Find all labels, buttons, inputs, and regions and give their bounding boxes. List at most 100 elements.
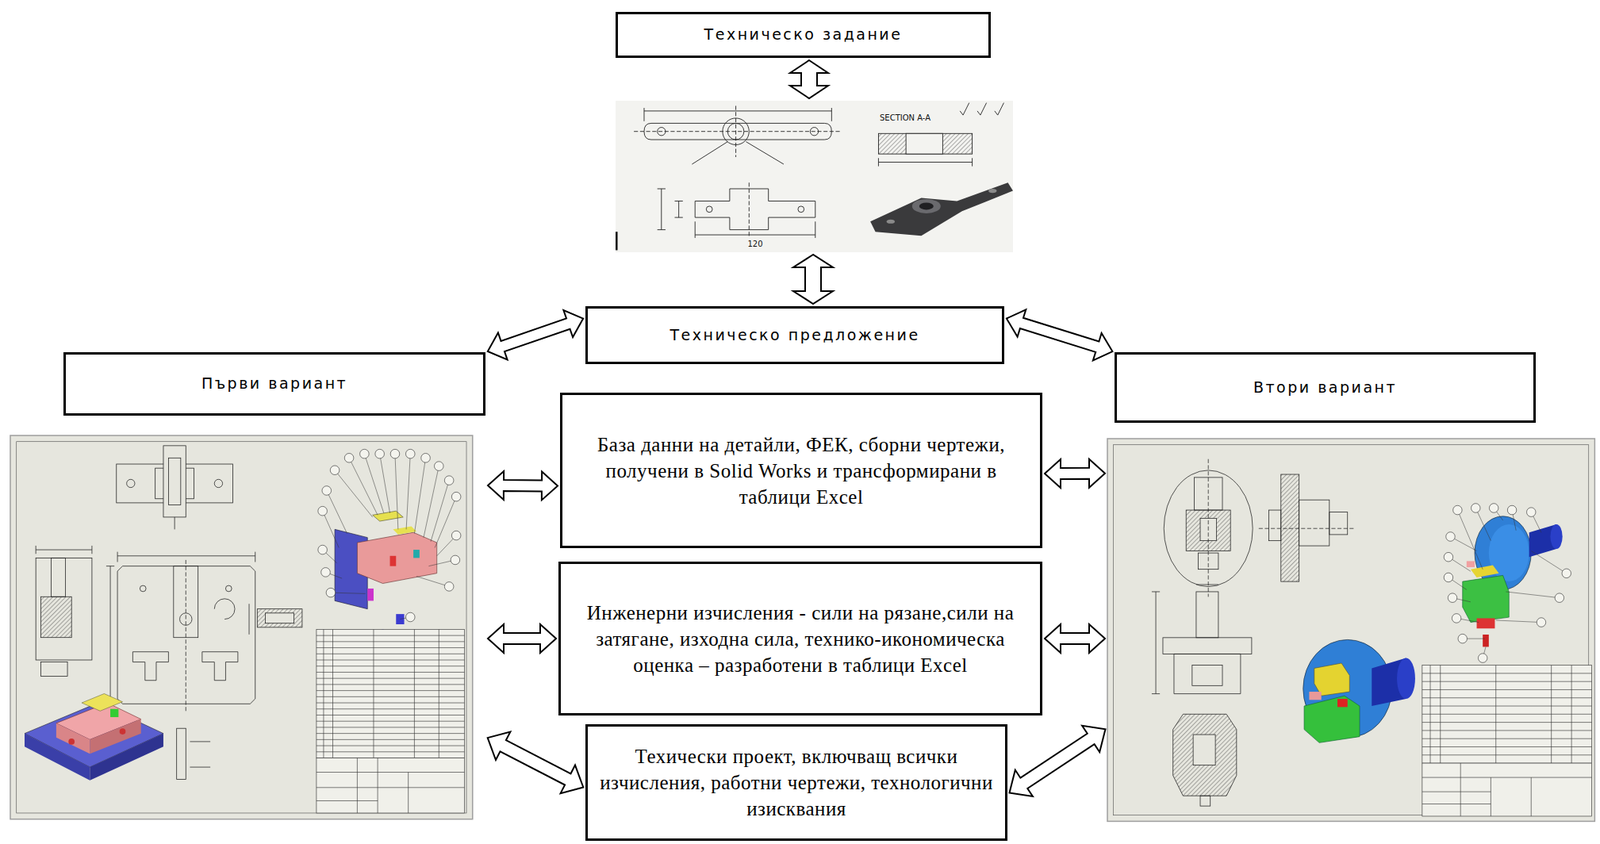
drawing-circle [329, 465, 340, 476]
drawing-circle [405, 448, 415, 459]
drawing-rect [316, 758, 465, 814]
drawing-line [870, 182, 1013, 236]
drawing-group [1107, 438, 1595, 822]
node-text: Техническо задание [704, 25, 903, 45]
drawing-rect [257, 609, 303, 628]
drawing-line [644, 107, 832, 122]
node-text: Техническо предложение [669, 326, 920, 346]
drawing-line [185, 560, 187, 711]
drawing-circle [450, 555, 461, 565]
drawing-circle [1451, 613, 1461, 624]
drawing-line [694, 221, 816, 238]
drawing-line [1174, 653, 1241, 694]
drawing-circle [68, 738, 75, 745]
drawing-circle [225, 585, 232, 592]
double-arrow [793, 254, 833, 304]
drawing-rect [615, 231, 618, 250]
drawing-rect [1193, 734, 1216, 766]
drawing-line [1422, 763, 1593, 817]
drawing-rect [1192, 665, 1223, 687]
proposal-box: Техническо предложение [585, 306, 1005, 365]
drawing-line [356, 532, 437, 584]
drawing-circle [421, 453, 431, 464]
heading-box: Първи вариант [63, 352, 486, 416]
drawing-rect [1337, 698, 1348, 707]
drawing-circle [326, 587, 336, 598]
dimension-label: 120 [745, 239, 764, 250]
drawing-line [81, 693, 123, 711]
drawing-circle [1527, 507, 1536, 518]
drawing-line [1258, 528, 1355, 530]
drawing-rect [390, 556, 397, 567]
process-box: Инженерни изчисления - сили на рязане,си… [558, 561, 1043, 716]
drawing-line [1304, 695, 1360, 743]
drawing-line [1196, 583, 1219, 585]
drawing-circle [444, 475, 454, 486]
drawing-rect [16, 441, 467, 814]
drawing-group [1422, 665, 1593, 817]
double-arrow [487, 310, 584, 360]
drawing-circle [1458, 633, 1467, 644]
drawing-line [1173, 713, 1237, 796]
drawing-circle [1554, 593, 1564, 603]
drawing-rect [10, 435, 473, 820]
double-arrow [487, 624, 557, 653]
drawing-group [615, 100, 1013, 253]
drawing-rect [316, 629, 465, 758]
drawing-circle [126, 479, 135, 488]
drawing-line [1208, 459, 1209, 598]
drawing-line [322, 453, 457, 619]
double-arrow [1044, 624, 1106, 653]
drawing-circle [451, 530, 461, 541]
drawing-line [316, 758, 465, 814]
drawing-circle [451, 491, 461, 502]
node-text: Техически проект, включващ всички изчисл… [598, 743, 994, 822]
drawing-circle [405, 612, 415, 622]
drawing-rect [1466, 560, 1475, 568]
drawing-line [35, 545, 93, 554]
drawing-rect [1269, 510, 1282, 542]
double-arrow [1044, 459, 1106, 488]
drawing-rect [1477, 617, 1496, 629]
double-arrow [487, 732, 584, 795]
variant-group: Първи вариант [10, 352, 486, 820]
heading-box: Техническо задание [615, 11, 991, 58]
drawing-line [323, 629, 439, 758]
drawing-circle [322, 486, 332, 496]
drawing-ellipse [886, 219, 895, 224]
drawing-group [1151, 459, 1355, 806]
drawing-rect [50, 557, 66, 597]
drawing-rect [1162, 637, 1252, 655]
drawing-rect [1299, 499, 1330, 546]
drawing-circle [1507, 505, 1516, 515]
drawing-rect [1482, 634, 1489, 647]
drawing-circle [798, 206, 805, 213]
drawing-rect [163, 445, 186, 518]
drawing-circle [214, 479, 223, 488]
drawing-line [1462, 575, 1510, 622]
drawing-circle [1488, 503, 1498, 514]
node-text: База данни на детайли, ФЕК, сборни черте… [573, 431, 1029, 511]
drawing-rect [615, 100, 1013, 253]
drawing-rect [173, 566, 199, 638]
drawing-circle [705, 206, 713, 213]
drawing-line [24, 702, 164, 768]
drawing-group [35, 445, 303, 780]
drawing-line [214, 598, 235, 620]
drawing-circle [1477, 653, 1487, 664]
drawing-line [691, 141, 784, 165]
drawing-circle [1443, 572, 1453, 583]
drawing-circle [360, 448, 370, 459]
drawing-rect [367, 588, 374, 601]
drawing-rect [168, 457, 181, 505]
drawing-circle [1536, 617, 1546, 628]
drawing-line [106, 566, 115, 705]
drawing-circle [119, 728, 127, 735]
drawing-group [1443, 503, 1571, 664]
process-box: Техически проект, включващ всички изчисл… [585, 724, 1008, 841]
drawing-circle [375, 448, 385, 459]
double-arrow [1009, 725, 1106, 797]
drawing-line [1314, 663, 1351, 696]
drawing-circle [1471, 503, 1481, 514]
drawing-circle [1447, 593, 1457, 603]
